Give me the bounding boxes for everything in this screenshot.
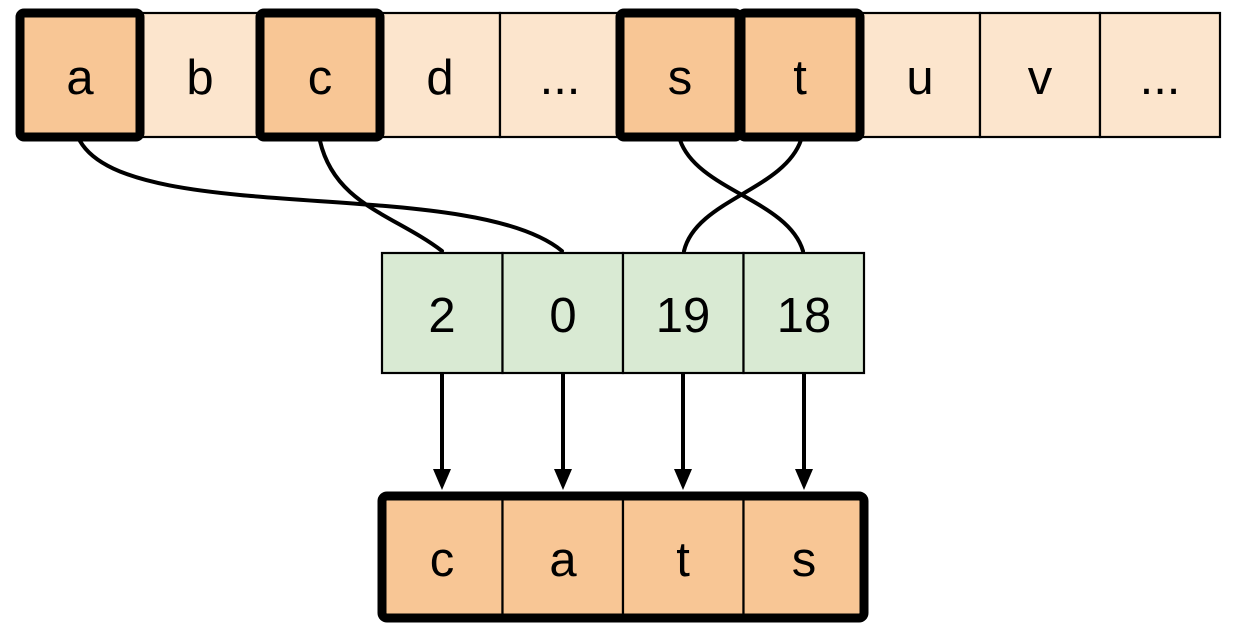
alphabet-label-b: b [186,51,213,105]
alphabet-cell-ellipsis-1 [498,11,622,139]
arrowhead-0-to-a [554,469,572,490]
index-label-19: 19 [656,289,711,343]
alphabet-label-t: t [793,51,807,105]
index-cell-19 [621,251,745,375]
alphabet-cell-a-highlighted [15,8,145,142]
alphabet-cell-v [978,11,1102,139]
alphabet-label-a: a [66,51,94,105]
alphabet-cell-ellipsis-2 [1098,11,1222,139]
arrowhead-2-to-c [433,469,451,490]
alphabet-cell-t-highlighted [736,8,865,142]
index-label-0: 0 [549,289,576,343]
alphabet-label-u: u [906,51,933,105]
alphabet-cell-d [378,11,502,139]
alphabet-cell-c-highlighted [255,8,385,142]
connector-t-to-19 [682,138,803,253]
index-label-2: 2 [428,289,455,343]
alphabet-label-ellipsis-1: ... [540,51,581,105]
alphabet-label-s: s [668,51,693,105]
alphabet-cell-b [138,11,262,139]
index-cell-2 [380,251,504,375]
arrowhead-19-to-t [674,469,692,490]
output-label-c: c [430,533,455,587]
output-label-a: a [549,533,577,587]
alphabet-label-c: c [308,51,333,105]
connector-a-to-0 [78,139,564,253]
index-cell-18 [742,251,866,375]
index-label-18: 18 [777,289,832,343]
alphabet-label-d: d [426,51,453,105]
alphabet-label-v: v [1028,51,1053,105]
output-label-t: t [676,533,690,587]
output-label-s: s [792,533,817,587]
output-row-frame [377,491,869,623]
connector-c-to-2 [318,139,444,253]
arrowhead-18-to-s [795,469,813,490]
alphabet-label-ellipsis-2: ... [1140,51,1181,105]
